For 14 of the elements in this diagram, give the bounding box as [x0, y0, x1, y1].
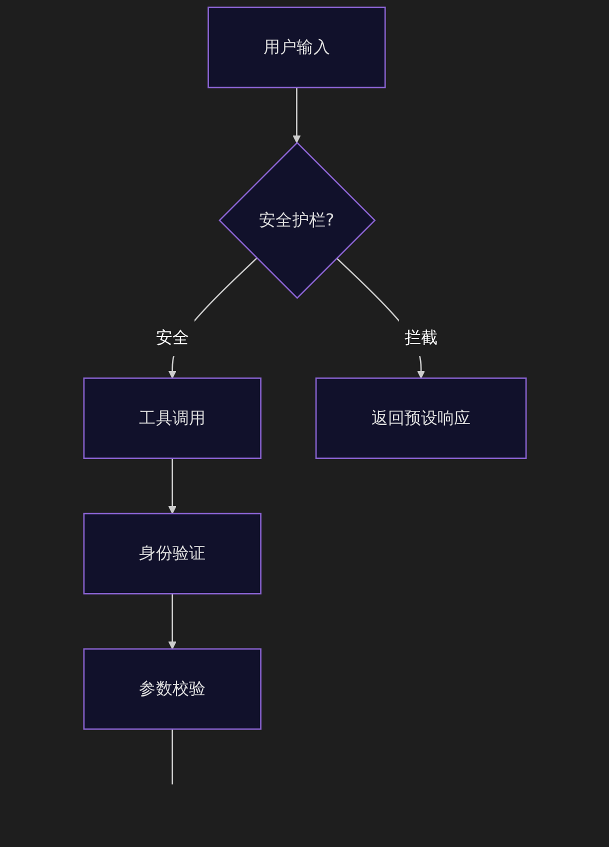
- arrow: [168, 594, 176, 650]
- arrow: [168, 258, 257, 379]
- node-box: 用户输入: [207, 6, 386, 88]
- edge-label: 拦截: [404, 328, 438, 348]
- connector: [171, 729, 173, 784]
- edge-label: 安全: [155, 328, 188, 348]
- node-diamond: 安全护栏?: [218, 142, 376, 299]
- node-box: 返回预设响应: [314, 377, 526, 459]
- node-box: 参数校验: [82, 648, 261, 730]
- node-box: 身份验证: [82, 512, 261, 594]
- arrow: [336, 258, 425, 379]
- node-box: 工具调用: [82, 377, 261, 459]
- arrow: [168, 458, 176, 514]
- arrow: [292, 88, 300, 144]
